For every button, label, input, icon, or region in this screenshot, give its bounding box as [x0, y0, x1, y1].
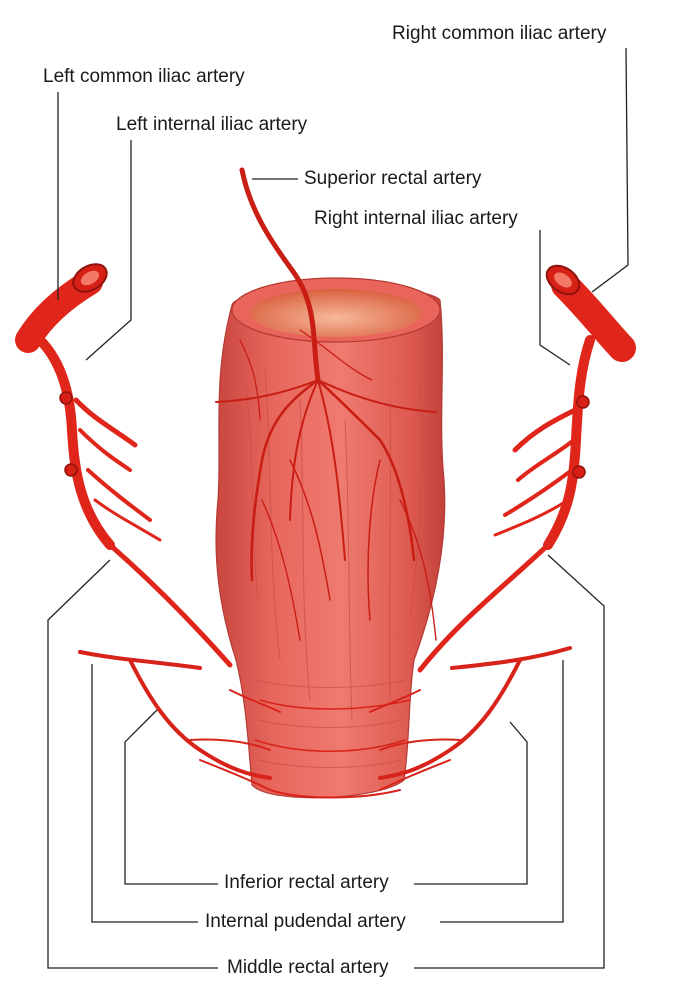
superior-rectal-artery [215, 167, 437, 641]
label-inferior-rectal-artery: Inferior rectal artery [224, 872, 389, 893]
label-left-internal-iliac-artery: Left internal iliac artery [116, 114, 308, 135]
label-internal-pudendal-artery: Internal pudendal artery [205, 911, 406, 932]
label-superior-rectal-artery: Superior rectal artery [304, 168, 482, 189]
label-middle-rectal-artery: Middle rectal artery [227, 957, 389, 978]
label-left-common-iliac-artery: Left common iliac artery [43, 66, 245, 87]
lower-rectal-arteries [78, 646, 572, 799]
leader-lines [47, 47, 629, 969]
left-iliac-vessels [15, 263, 233, 668]
right-iliac-vessels [417, 264, 636, 673]
label-right-internal-iliac-artery: Right internal iliac artery [314, 208, 518, 229]
label-right-common-iliac-artery: Right common iliac artery [392, 23, 607, 44]
